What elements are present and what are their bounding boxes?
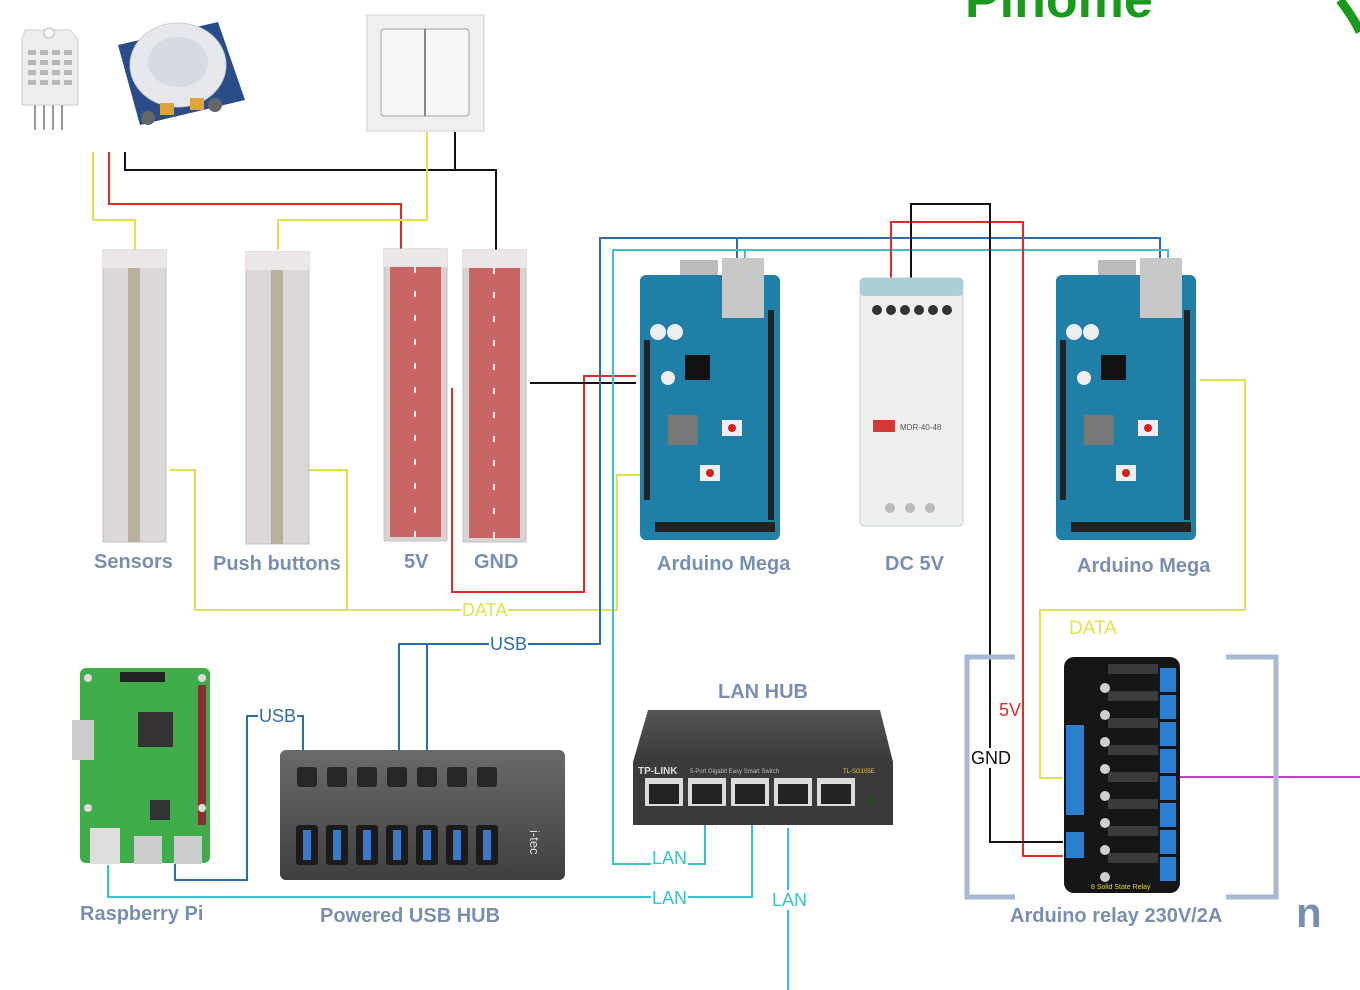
- label-usb-hub: Powered USB HUB: [320, 905, 501, 927]
- label-raspberry-pi: Raspberry Pi: [80, 903, 204, 925]
- label-relay: Arduino relay 230V/2A: [1010, 905, 1223, 927]
- label-5v-bus: 5V: [404, 551, 429, 573]
- motion-sensor-icon: [118, 22, 245, 125]
- label-relay-count: n: [1296, 889, 1322, 936]
- label-dc-5v: DC 5V: [885, 553, 944, 575]
- logo-arc: [1336, 0, 1360, 34]
- label-arduino-mega-1: Arduino Mega: [657, 553, 791, 575]
- wire-label-usb-pi: USB: [258, 706, 298, 726]
- wire-label-usb-mega: USB: [489, 634, 529, 654]
- power-supply-board: MDR-40-48: [859, 277, 964, 527]
- label-push-buttons: Push buttons: [213, 553, 341, 575]
- page-title: Pinome: [965, 0, 1153, 29]
- lan-model-no: TL-SG105E: [843, 769, 875, 775]
- relay-board: 8 Solid State Relay: [1064, 657, 1180, 893]
- wire-label-data-main: DATA: [461, 600, 509, 620]
- wires-psu: [890, 203, 1063, 857]
- relay-group-bracket: [964, 654, 1279, 900]
- raspberry-pi-board: [72, 668, 210, 864]
- wire-sensor-5v: [108, 152, 402, 250]
- lan-model: 5-Port Gigabit Easy Smart Switch: [690, 769, 779, 775]
- label-lan-hub: LAN HUB: [718, 681, 808, 703]
- wire-label-lan-2: LAN: [651, 888, 689, 908]
- terminal-block-push-buttons: [245, 251, 310, 545]
- terminal-block-gnd: [462, 249, 527, 543]
- wires-top: [92, 132, 497, 250]
- wall-switch-icon: [366, 14, 485, 132]
- temperature-sensor-icon: [21, 27, 79, 130]
- arduino-mega-1-board: [640, 258, 780, 540]
- wire-label-5v-relay: 5V: [998, 700, 1023, 720]
- wire-sensor-gnd: [124, 152, 497, 250]
- terminal-block-sensors: [102, 249, 167, 543]
- arduino-mega-2-board: [1056, 258, 1196, 540]
- wires-data: [170, 379, 1246, 779]
- wires-power-mega: [451, 375, 636, 593]
- relay-board-text: 8 Solid State Relay: [1091, 884, 1151, 891]
- terminal-block-5v: [383, 248, 448, 542]
- usb-hub-device: i-tec: [280, 750, 565, 880]
- wire-label-lan-3: LAN: [771, 890, 809, 910]
- usb-hub-brand: i-tec: [527, 830, 542, 855]
- lan-brand: TP-LINK: [638, 766, 678, 777]
- label-gnd-bus: GND: [474, 551, 519, 573]
- wire-label-lan-1: LAN: [651, 848, 689, 868]
- label-sensors: Sensors: [94, 551, 173, 573]
- wire-switch-data: [277, 132, 428, 250]
- label-arduino-mega-2: Arduino Mega: [1077, 555, 1211, 577]
- wire-label-data-relay: DATA: [1068, 618, 1118, 639]
- psu-model-text: MDR-40-48: [900, 423, 942, 432]
- wire-label-gnd-relay: GND: [970, 748, 1012, 768]
- lan-switch-device: TP-LINK 5-Port Gigabit Easy Smart Switch…: [633, 710, 893, 825]
- wire-sensor-data: [92, 152, 136, 250]
